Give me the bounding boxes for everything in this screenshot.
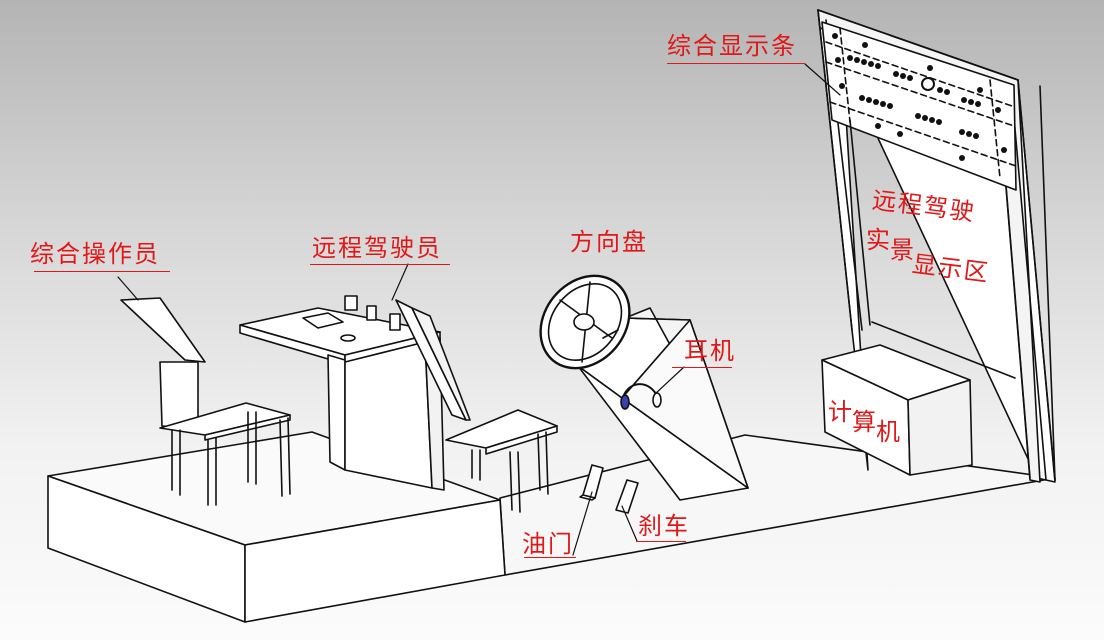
driver-chair — [395, 299, 558, 513]
label-computer-a: 计 — [828, 398, 854, 426]
underline-headphones — [672, 367, 732, 368]
label-remote-driver: 远程驾驶员 — [312, 234, 442, 262]
label-composite-display-bar: 综合显示条 — [667, 32, 797, 60]
leader-lines — [117, 63, 841, 556]
operator-desk — [239, 295, 445, 491]
label-steering-wheel: 方向盘 — [570, 228, 648, 256]
label-throttle: 油门 — [522, 530, 574, 558]
underline-remote-driver — [310, 264, 450, 265]
label-live-display-line2a: 实 — [866, 226, 892, 254]
underline-composite-display-bar — [667, 63, 805, 64]
underline-throttle — [524, 557, 576, 558]
underline-brake — [636, 541, 686, 542]
label-live-display-line2b: 景 — [890, 236, 916, 264]
computer-box — [821, 344, 973, 476]
underline-composite-operator — [34, 271, 170, 272]
steering-wheel — [539, 274, 631, 370]
display-frame — [817, 9, 1056, 483]
label-headphones: 耳机 — [684, 337, 736, 365]
label-computer-c: 机 — [876, 418, 902, 446]
label-composite-operator: 综合操作员 — [30, 240, 160, 268]
label-brake: 刹车 — [638, 512, 690, 540]
brake-pedal — [615, 479, 639, 514]
headphones — [620, 383, 662, 410]
label-computer-b: 算 — [852, 408, 878, 436]
operator-chair — [120, 297, 291, 506]
